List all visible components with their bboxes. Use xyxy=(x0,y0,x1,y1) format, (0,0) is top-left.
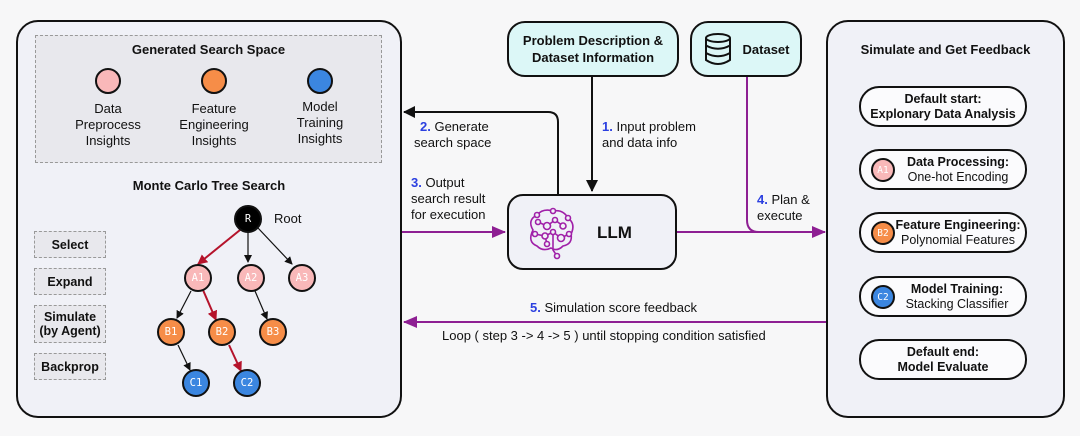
step-text: Input problem xyxy=(616,119,696,134)
tree-node-c2: C2 xyxy=(233,369,261,397)
problem-line: Dataset Information xyxy=(531,50,655,65)
right-panel-title: Simulate and Get Feedback xyxy=(860,42,1031,57)
feature-insight-icon xyxy=(201,68,227,94)
flow-title: Model Training: xyxy=(910,281,1004,296)
step1-label: 1. Input problem and data info xyxy=(602,119,696,151)
flow-title: Data Processing: xyxy=(906,154,1010,169)
tree-node-b2: B2 xyxy=(208,318,236,346)
tree-node-a2: A2 xyxy=(237,264,265,292)
step-label: (by Agent) xyxy=(39,324,101,338)
flow-detail: Model Evaluate xyxy=(897,359,989,374)
llm-label: LLM xyxy=(597,223,632,242)
step-number: 3. xyxy=(411,175,422,190)
flow-title: Default end: xyxy=(906,344,980,359)
step-number: 1. xyxy=(602,119,613,134)
flow-detail: Polynomial Features xyxy=(901,232,1015,247)
step-text: Plan & xyxy=(771,192,810,207)
step-text: execute xyxy=(757,208,803,223)
mcts-step-backprop: Backprop xyxy=(34,353,106,380)
label-line: Insights xyxy=(297,131,343,146)
label-line: Training xyxy=(296,115,344,130)
tree-node-b1: B1 xyxy=(157,318,185,346)
step-number: 2. xyxy=(420,119,431,134)
step-label: Simulate xyxy=(43,310,97,324)
flow-detail: One-hot Encoding xyxy=(907,169,1009,184)
step5-label: 5. Simulation score feedback xyxy=(530,300,697,316)
step-label: Select xyxy=(51,237,89,252)
root-label: Root xyxy=(274,211,302,226)
step-text: Generate xyxy=(434,119,489,134)
mcts-step-select: Select xyxy=(34,231,106,258)
tree-node-root: R xyxy=(234,205,262,233)
label-line: Data xyxy=(94,101,122,116)
search-space-box xyxy=(35,35,382,163)
flow-detail: Explonary Data Analysis xyxy=(870,106,1016,121)
flow-node-a1: A1 xyxy=(871,158,895,182)
flow-step-feature-engineering: B2 Feature Engineering: Polynomial Featu… xyxy=(859,212,1027,253)
feature-insight-label: Feature Engineering Insights xyxy=(159,101,269,149)
problem-line: Problem Description & xyxy=(522,33,664,48)
step-number: 5. xyxy=(530,300,541,315)
step-text: search result xyxy=(411,191,486,206)
step-label: Expand xyxy=(47,274,93,289)
label-line: Engineering xyxy=(179,117,249,132)
preprocess-insight-label: Data Preprocess Insights xyxy=(53,101,163,149)
mcts-step-simulate: Simulate (by Agent) xyxy=(34,305,106,343)
step4-label: 4. Plan & execute xyxy=(757,192,810,224)
label-line: Preprocess xyxy=(75,117,141,132)
step2-label: 2. Generate search space xyxy=(414,119,491,151)
flow-step-data-processing: A1 Data Processing: One-hot Encoding xyxy=(859,149,1027,190)
flow-title: Feature Engineering: xyxy=(895,217,1021,232)
llm-box: LLM xyxy=(507,194,677,270)
search-space-title: Generated Search Space xyxy=(131,42,286,57)
tree-node-b3: B3 xyxy=(259,318,287,346)
step-text: Simulation score feedback xyxy=(544,300,697,315)
problem-description-box: Problem Description & Dataset Informatio… xyxy=(507,21,679,77)
mcts-title: Monte Carlo Tree Search xyxy=(132,178,286,193)
step-label: Backprop xyxy=(41,359,99,374)
flow-node-c2: C2 xyxy=(871,285,895,309)
mcts-step-expand: Expand xyxy=(34,268,106,295)
label-line: Model xyxy=(302,99,338,114)
model-insight-icon xyxy=(307,68,333,94)
step3-label: 3. Output search result for execution xyxy=(411,175,485,223)
tree-node-c1: C1 xyxy=(182,369,210,397)
step-text: for execution xyxy=(411,207,486,222)
step-number: 4. xyxy=(757,192,768,207)
flow-node-b2: B2 xyxy=(871,221,895,245)
database-icon xyxy=(704,33,731,65)
label-line: Feature xyxy=(191,101,237,116)
dataset-label: Dataset xyxy=(742,41,790,57)
dataset-box: Dataset xyxy=(690,21,802,77)
preprocess-insight-icon xyxy=(95,68,121,94)
label-line: Insights xyxy=(191,133,237,148)
brain-network-icon xyxy=(529,207,574,260)
step-text: and data info xyxy=(602,135,678,150)
tree-node-a3: A3 xyxy=(288,264,316,292)
label-line: Insights xyxy=(85,133,131,148)
tree-node-a1: A1 xyxy=(184,264,212,292)
step-text: Output xyxy=(425,175,465,190)
flow-step-default-end: Default end: Model Evaluate xyxy=(859,339,1027,380)
flow-step-default-start: Default start: Explonary Data Analysis xyxy=(859,86,1027,127)
flow-detail: Stacking Classifier xyxy=(905,296,1009,311)
flow-title: Default start: xyxy=(904,91,982,106)
model-insight-label: Model Training Insights xyxy=(265,99,375,147)
flow-step-model-training: C2 Model Training: Stacking Classifier xyxy=(859,276,1027,317)
step-text: search space xyxy=(414,135,492,150)
loop-text: Loop ( step 3 -> 4 -> 5 ) until stopping… xyxy=(442,328,766,343)
